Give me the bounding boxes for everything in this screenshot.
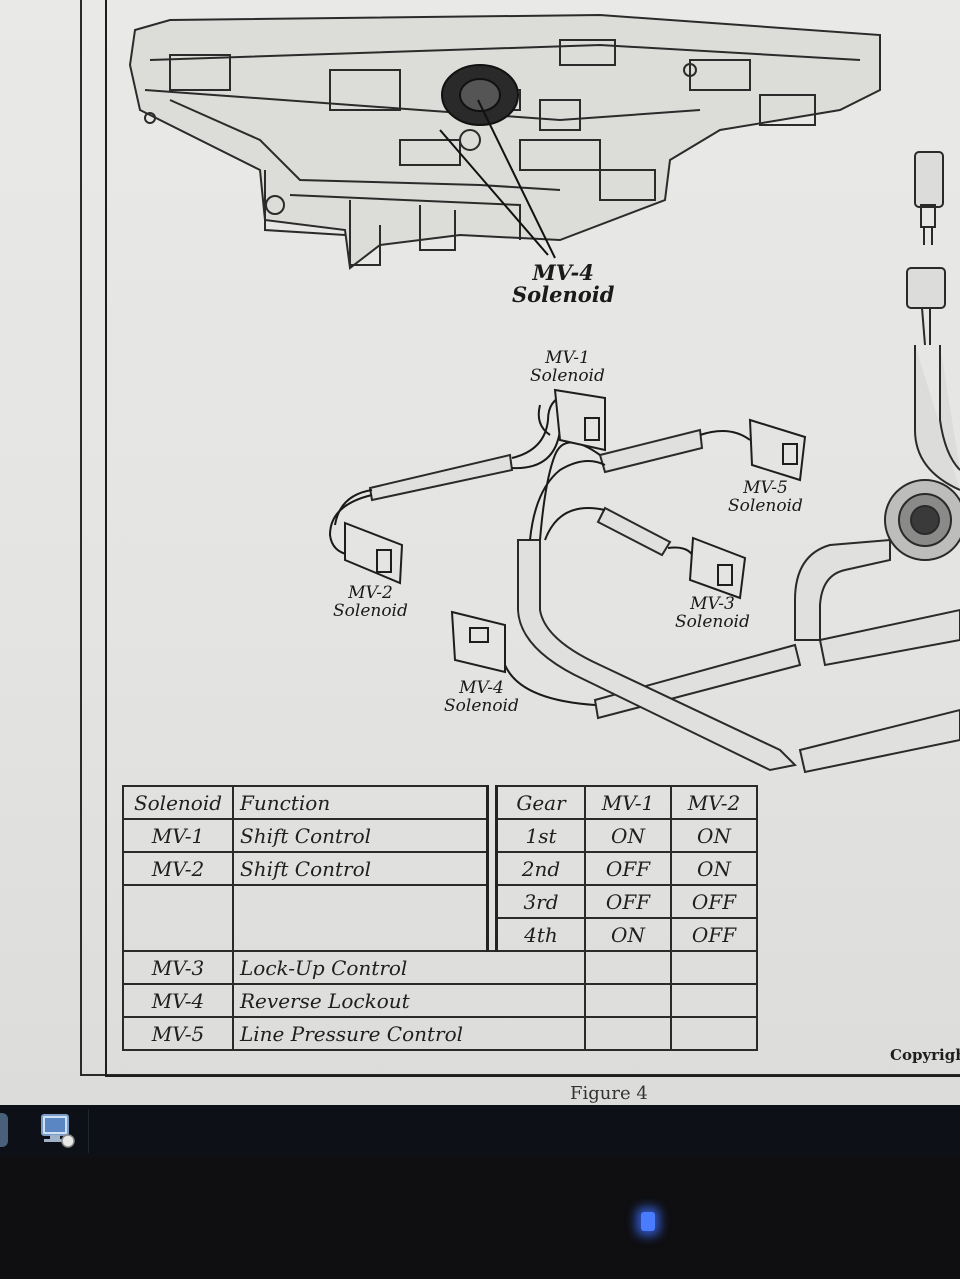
document-page: MV-4 Solenoid MV-1 Solenoid MV-5 Solenoi… [0, 0, 960, 1105]
header-mv2: MV-2 [670, 785, 758, 820]
copyright-text: Copyrigh [890, 1046, 960, 1064]
solenoid-cell: MV-4 [122, 983, 234, 1018]
mv1-label-desc: Solenoid [530, 365, 605, 386]
solenoid-cell-empty [122, 884, 234, 952]
taskbar [0, 1105, 960, 1157]
mv1-label-name: MV-1 [545, 348, 590, 368]
table-header-row: Solenoid Function Gear MV-1 MV-2 [122, 785, 758, 820]
mv5-label-desc: Solenoid [728, 495, 803, 516]
table-row: MV-4 Reverse Lockout [122, 983, 758, 1018]
mv1-label: MV-1 Solenoid [530, 348, 605, 386]
mv5-label: MV-5 Solenoid [728, 478, 803, 516]
taskbar-start-edge[interactable] [0, 1113, 8, 1147]
mv1-state-cell: OFF [584, 851, 672, 886]
function-cell: Line Pressure Control [232, 1016, 586, 1051]
gear-cell: 3rd [495, 884, 586, 919]
computer-icon [41, 1114, 75, 1148]
mv4-callout-desc: Solenoid [512, 282, 615, 308]
header-function: Function [232, 785, 489, 820]
mv2-label-desc: Solenoid [333, 600, 408, 621]
mv4-label-desc: Solenoid [444, 695, 519, 716]
mv2-state-cell: ON [670, 851, 758, 886]
mv1-state-cell: OFF [584, 884, 672, 919]
mv1-state-cell: ON [584, 818, 672, 853]
mv2-state-cell: ON [670, 818, 758, 853]
wiring-harness-illustration [128, 13, 960, 774]
mv4-callout-label: MV-4 Solenoid [512, 260, 615, 308]
header-mv1: MV-1 [584, 785, 672, 820]
header-gear: Gear [495, 785, 586, 820]
mv3-connector [688, 536, 747, 600]
mv4-callout-name: MV-4 [532, 260, 594, 285]
page-inner-border [105, 0, 960, 1077]
header-solenoid: Solenoid [122, 785, 234, 820]
solenoid-cell: MV-3 [122, 950, 234, 985]
harness-connector-right [884, 151, 960, 561]
valve-body-drawing [128, 13, 881, 270]
table-row: MV-5 Line Pressure Control [122, 1016, 758, 1051]
mv2-state-cell: OFF [670, 884, 758, 919]
solenoid-function-table: Solenoid Function Gear MV-1 MV-2 MV-1 Sh… [122, 785, 758, 1051]
mv3-label-name: MV-3 [690, 594, 735, 614]
mv1-state-cell: ON [584, 917, 672, 952]
table-row: MV-3 Lock-Up Control [122, 950, 758, 985]
table-row: MV-2 Shift Control 2nd OFF ON [122, 851, 758, 886]
function-cell: Reverse Lockout [232, 983, 586, 1018]
function-cell: Shift Control [232, 818, 489, 853]
mv2-state-cell: OFF [670, 917, 758, 952]
table-row: MV-1 Shift Control 1st ON ON [122, 818, 758, 853]
mv2-label-name: MV-2 [348, 583, 393, 603]
function-cell: Lock-Up Control [232, 950, 586, 985]
solenoid-cell: MV-1 [122, 818, 234, 853]
taskbar-app-button[interactable] [30, 1109, 89, 1153]
mv5-connector [748, 418, 807, 482]
table-row: 3rd OFF OFF [122, 884, 758, 952]
mv3-label: MV-3 Solenoid [675, 594, 750, 632]
solenoid-connectors [344, 388, 807, 674]
mv5-label-name: MV-5 [743, 478, 788, 498]
function-cell: Shift Control [232, 851, 489, 886]
gear-cell: 4th [495, 917, 586, 952]
monitor-screen: MV-4 Solenoid MV-1 Solenoid MV-5 Solenoi… [0, 0, 960, 1105]
table-row: 4th ON OFF [123, 917, 758, 952]
mv4-connector [450, 610, 506, 674]
solenoid-cell: MV-2 [122, 851, 234, 886]
mv4-leader-lines [439, 99, 556, 259]
mv3-label-desc: Solenoid [675, 611, 750, 632]
mv2-connector [344, 521, 404, 585]
mv2-label: MV-2 Solenoid [333, 583, 408, 621]
gear-cell: 2nd [495, 851, 586, 886]
solenoid-cell: MV-5 [122, 1016, 234, 1051]
mv4-label-name: MV-4 [459, 678, 504, 698]
function-cell-empty [232, 884, 489, 952]
figure-caption: Figure 4 [570, 1083, 648, 1104]
mv1-connector [553, 388, 606, 452]
wiring-harness [368, 428, 960, 774]
monitor-bezel [0, 1157, 960, 1279]
power-led-icon [641, 1212, 655, 1231]
mv4-label: MV-4 Solenoid [444, 678, 519, 716]
gear-cell: 1st [495, 818, 586, 853]
